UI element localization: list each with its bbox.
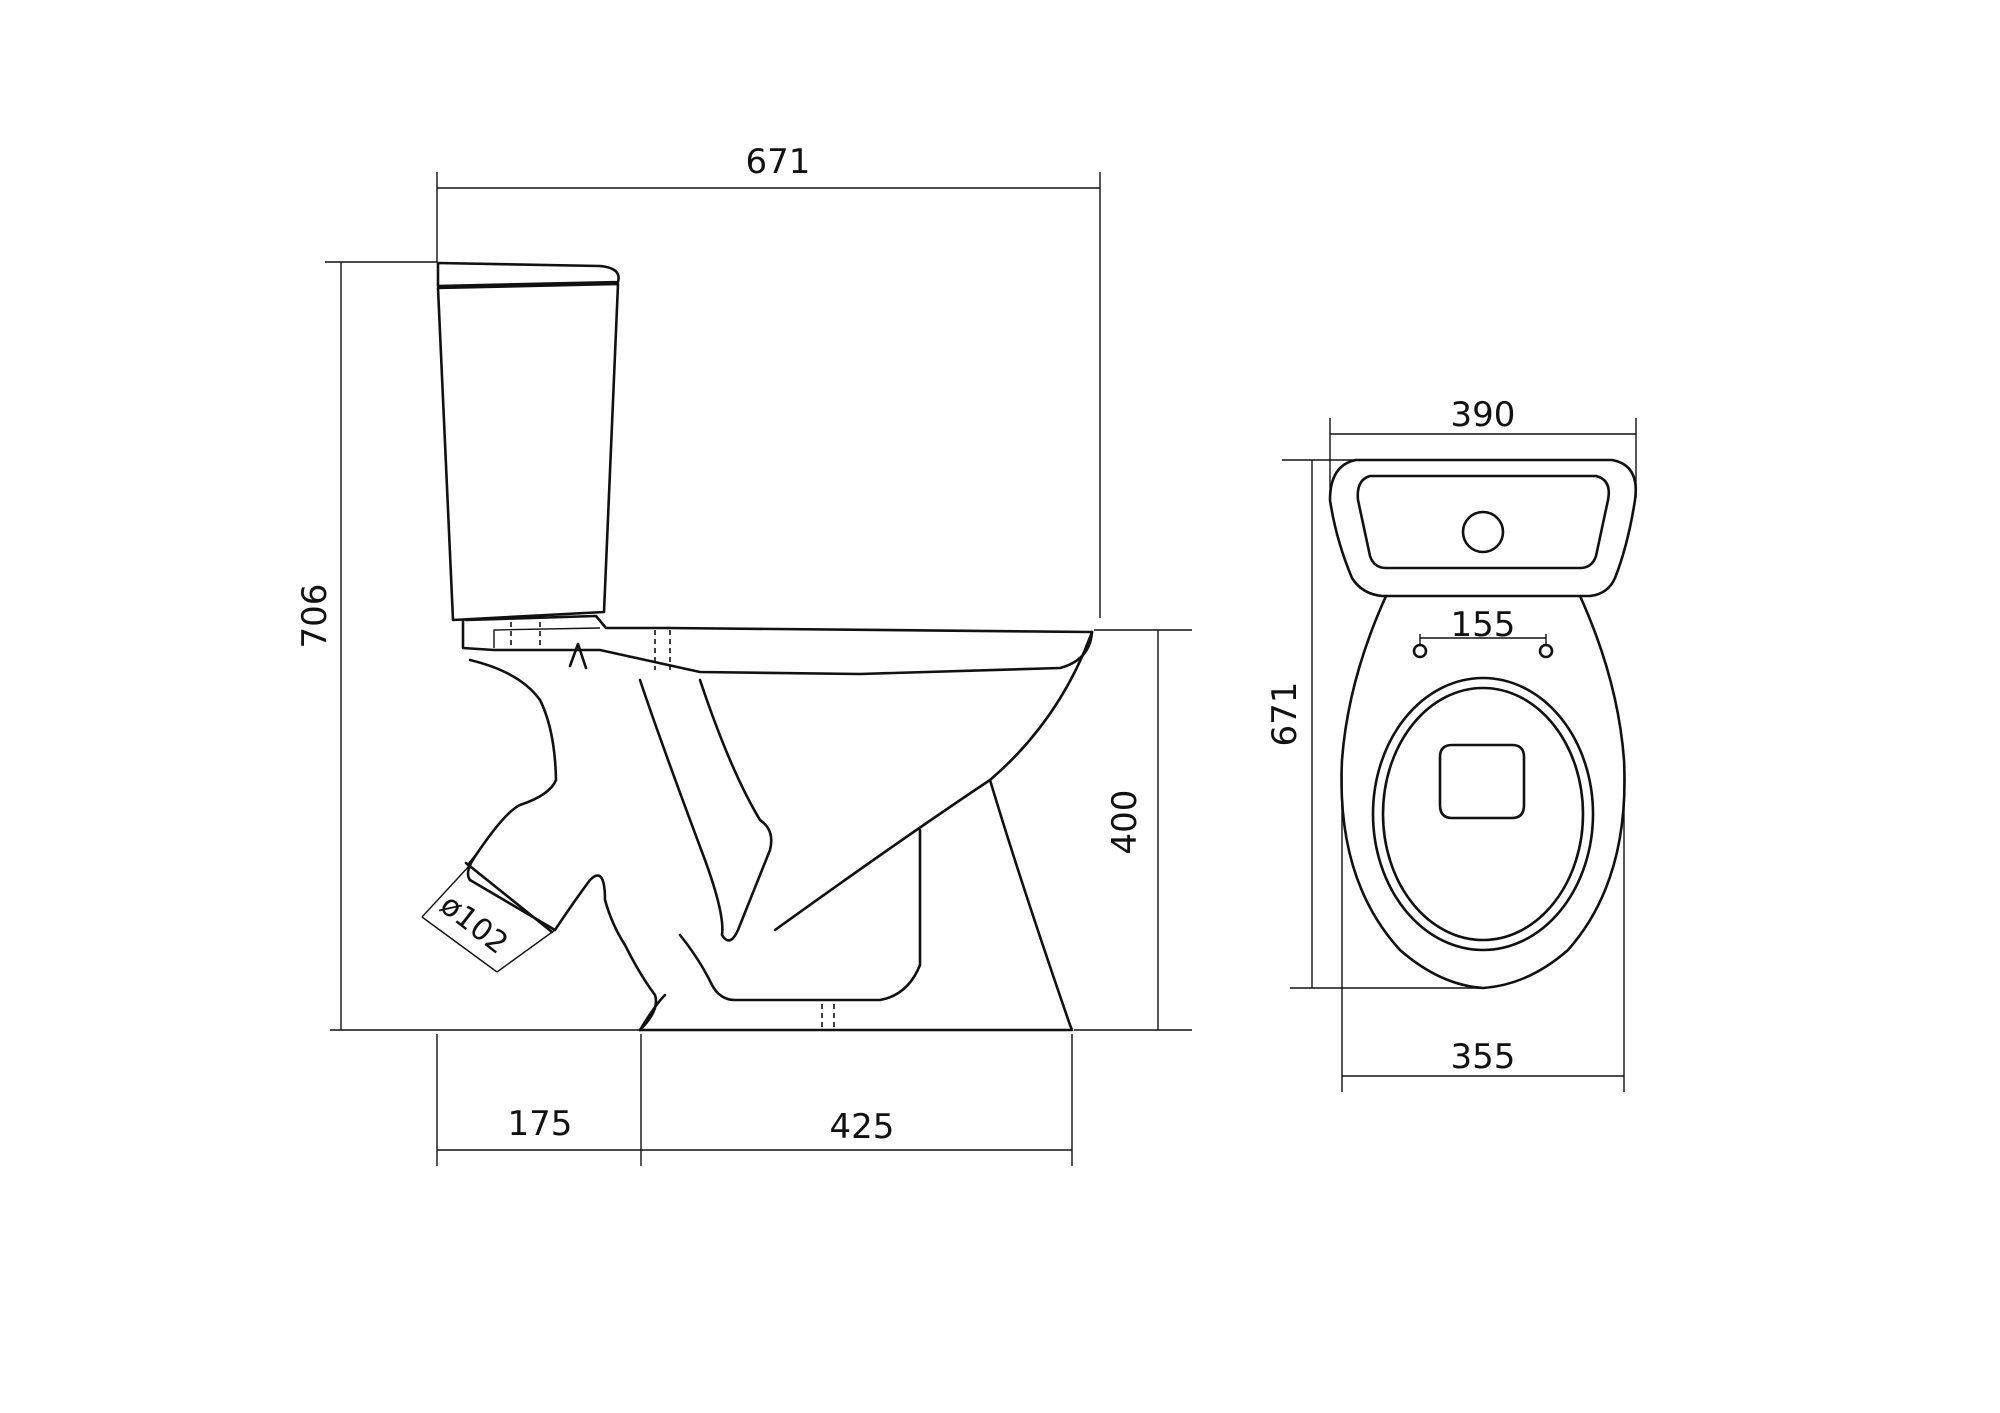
dimension-base-length: 425 [641,1034,1073,1166]
top-view: 390 671 155 355 [1265,395,1638,1092]
tank-lid [436,261,620,288]
trap-inner [638,678,773,942]
hinge-hole-left [1412,643,1428,659]
dimension-tank-width: 390 [1329,395,1637,498]
hinge-spacing-label: 155 [1451,605,1516,645]
rim-underside [568,642,588,670]
overall-height-label: 706 [295,584,335,649]
dimension-overall-length: 671 [1265,459,1483,989]
hinge-hole-right [1538,643,1554,659]
outlet-pipe-end [464,861,554,934]
outlet-offset-label: 175 [508,1104,573,1144]
seat-ring-outer [1371,676,1595,952]
rim-line [493,627,601,648]
dimension-outlet-offset: 175 [436,1034,642,1166]
connection-bolt-1 [510,622,541,645]
tank-top-outline [1328,458,1638,598]
tank-top-inner [1356,474,1611,570]
overall-width-label: 671 [746,142,811,182]
flush-button [1461,510,1505,554]
seat-rim [461,618,1094,676]
base-length-label: 425 [830,1107,895,1147]
dimension-seat-height: 400 [1074,629,1192,1031]
dimension-bowl-width: 355 [1341,760,1625,1092]
front-pedestal [638,778,1074,1032]
bowl-drain [1438,743,1526,820]
bowl-outer [773,630,1094,932]
tank-width-label: 390 [1451,395,1516,435]
dimension-hinge-spacing: 155 [1419,605,1547,645]
dimension-overall-width: 671 [436,142,1101,618]
trapway-back [466,658,558,882]
side-view: 671 706 400 175 425 [295,142,1192,1166]
trap-channel [678,828,922,1002]
tank-connection [464,614,670,630]
seat-height-label: 400 [1105,790,1145,855]
floor-bolt [821,1004,835,1030]
seat-ring-inner [1381,686,1585,942]
connection-bolt-2 [654,630,671,670]
outlet-pipe [466,853,658,1032]
tank-body [436,282,620,622]
overall-length-label: 671 [1265,682,1305,747]
dimension-overall-height: 706 [295,261,1072,1031]
bowl-width-label: 355 [1451,1037,1516,1077]
